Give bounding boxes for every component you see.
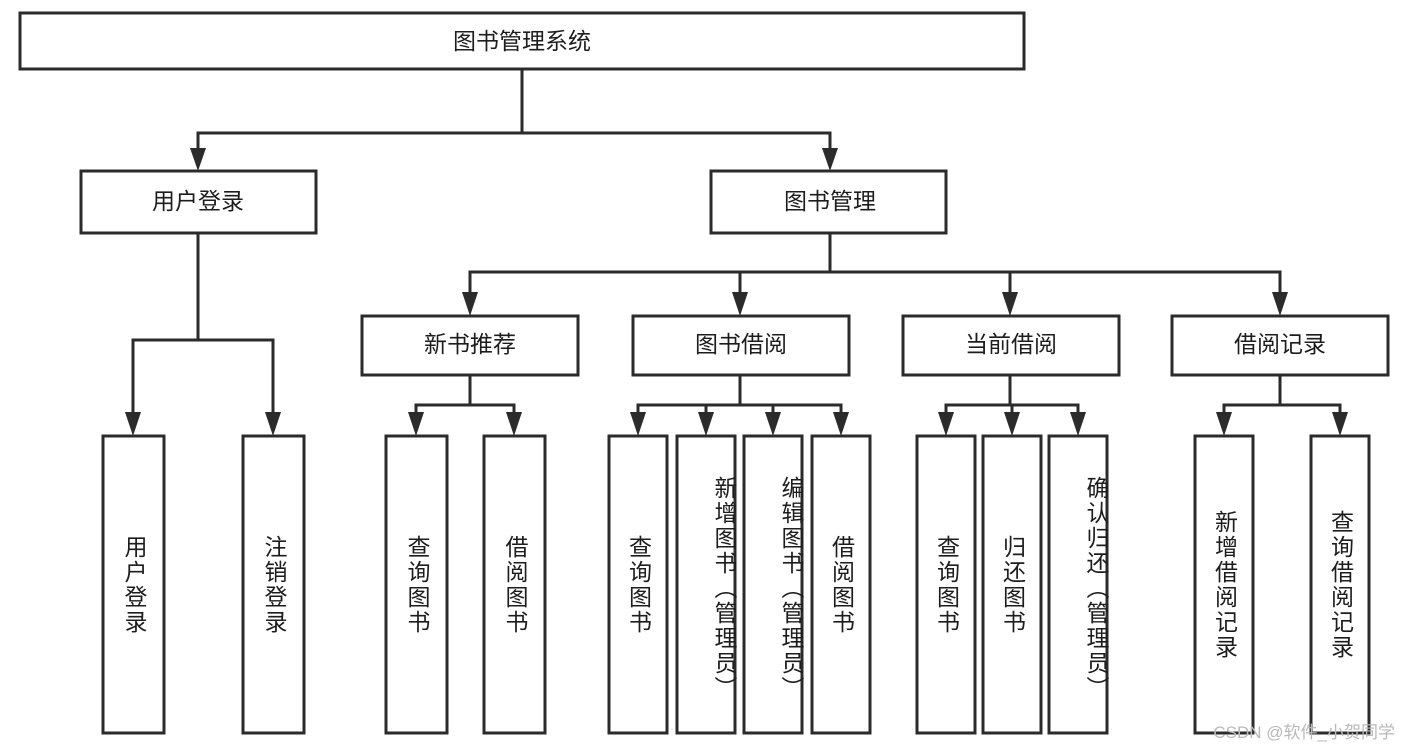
arrow-head-book-manage <box>822 148 838 171</box>
node-current-borrow-label: 当前借阅 <box>965 331 1057 357</box>
arrow-head-newbook-leaf-1 <box>408 412 424 436</box>
arrow-head-user-login <box>190 148 206 171</box>
node-leaf-add-book-admin[interactable] <box>675 434 737 735</box>
arrow-head-bookborrow-leaf-4 <box>833 412 849 436</box>
arrow-head-currentborrow-leaf-1 <box>938 412 954 436</box>
node-book-management-label: 图书管理 <box>784 188 876 214</box>
node-leaf-add-borrow-record[interactable] <box>1193 434 1255 735</box>
connector-layer <box>125 67 1348 436</box>
node-leaf-return-book[interactable] <box>981 434 1043 735</box>
node-leaf-query-borrow-record[interactable] <box>1309 434 1371 735</box>
arrow-head-bookborrow-leaf-1 <box>630 412 646 436</box>
node-leaf-logout[interactable] <box>241 434 306 735</box>
node-leaf-user-login[interactable] <box>101 434 166 735</box>
node-leaf-query-book-borrow[interactable] <box>607 434 669 735</box>
node-root[interactable] <box>18 11 1026 71</box>
arrow-head-currentborrow-leaf-3 <box>1070 412 1086 436</box>
node-new-book-recommend-label: 新书推荐 <box>424 331 516 357</box>
node-book-borrow-label: 图书借阅 <box>695 331 787 357</box>
node-new-book-recommend[interactable] <box>360 314 580 377</box>
node-root-label: 图书管理系统 <box>453 28 591 54</box>
node-book-borrow[interactable] <box>631 314 851 377</box>
arrow-head-borrow-record <box>1272 292 1288 316</box>
node-user-login-label: 用户登录 <box>152 188 244 214</box>
node-leaf-borrow-book[interactable] <box>810 434 872 735</box>
node-leaf-query-book-current[interactable] <box>915 434 977 735</box>
arrow-head-leaf-user-login <box>125 412 141 436</box>
node-leaf-confirm-return-admin[interactable] <box>1047 434 1109 735</box>
arrow-head-bookborrow-leaf-3 <box>765 412 781 436</box>
arrow-head-borrowrecord-leaf-2 <box>1332 412 1348 436</box>
arrow-head-bookborrow-leaf-2 <box>698 412 714 436</box>
node-leaf-borrow-book-newbook[interactable] <box>482 434 547 735</box>
arrow-head-borrowrecord-leaf-1 <box>1216 412 1232 436</box>
arrow-head-leaf-logout <box>265 412 281 436</box>
node-leaf-edit-book-admin[interactable] <box>742 434 804 735</box>
node-leaf-query-book-newbook[interactable] <box>384 434 449 735</box>
node-current-borrow[interactable] <box>901 314 1121 377</box>
node-borrow-record[interactable] <box>1170 314 1390 377</box>
node-layer: 图书管理系统 用户登录 图书管理 新书推荐 图书借阅 当前借阅 借阅记录 <box>18 11 1390 735</box>
node-user-login[interactable] <box>79 169 318 235</box>
arrow-head-newbook-leaf-2 <box>506 412 522 436</box>
arrow-head-current-borrow <box>1002 292 1018 316</box>
node-borrow-record-label: 借阅记录 <box>1234 331 1326 357</box>
arrow-head-currentborrow-leaf-2 <box>1004 412 1020 436</box>
watermark: CSDN @软件_小贺同学 <box>1213 723 1395 742</box>
arrow-head-new-book <box>462 292 478 316</box>
node-book-management[interactable] <box>709 169 948 235</box>
arrow-head-book-borrow <box>732 292 748 316</box>
